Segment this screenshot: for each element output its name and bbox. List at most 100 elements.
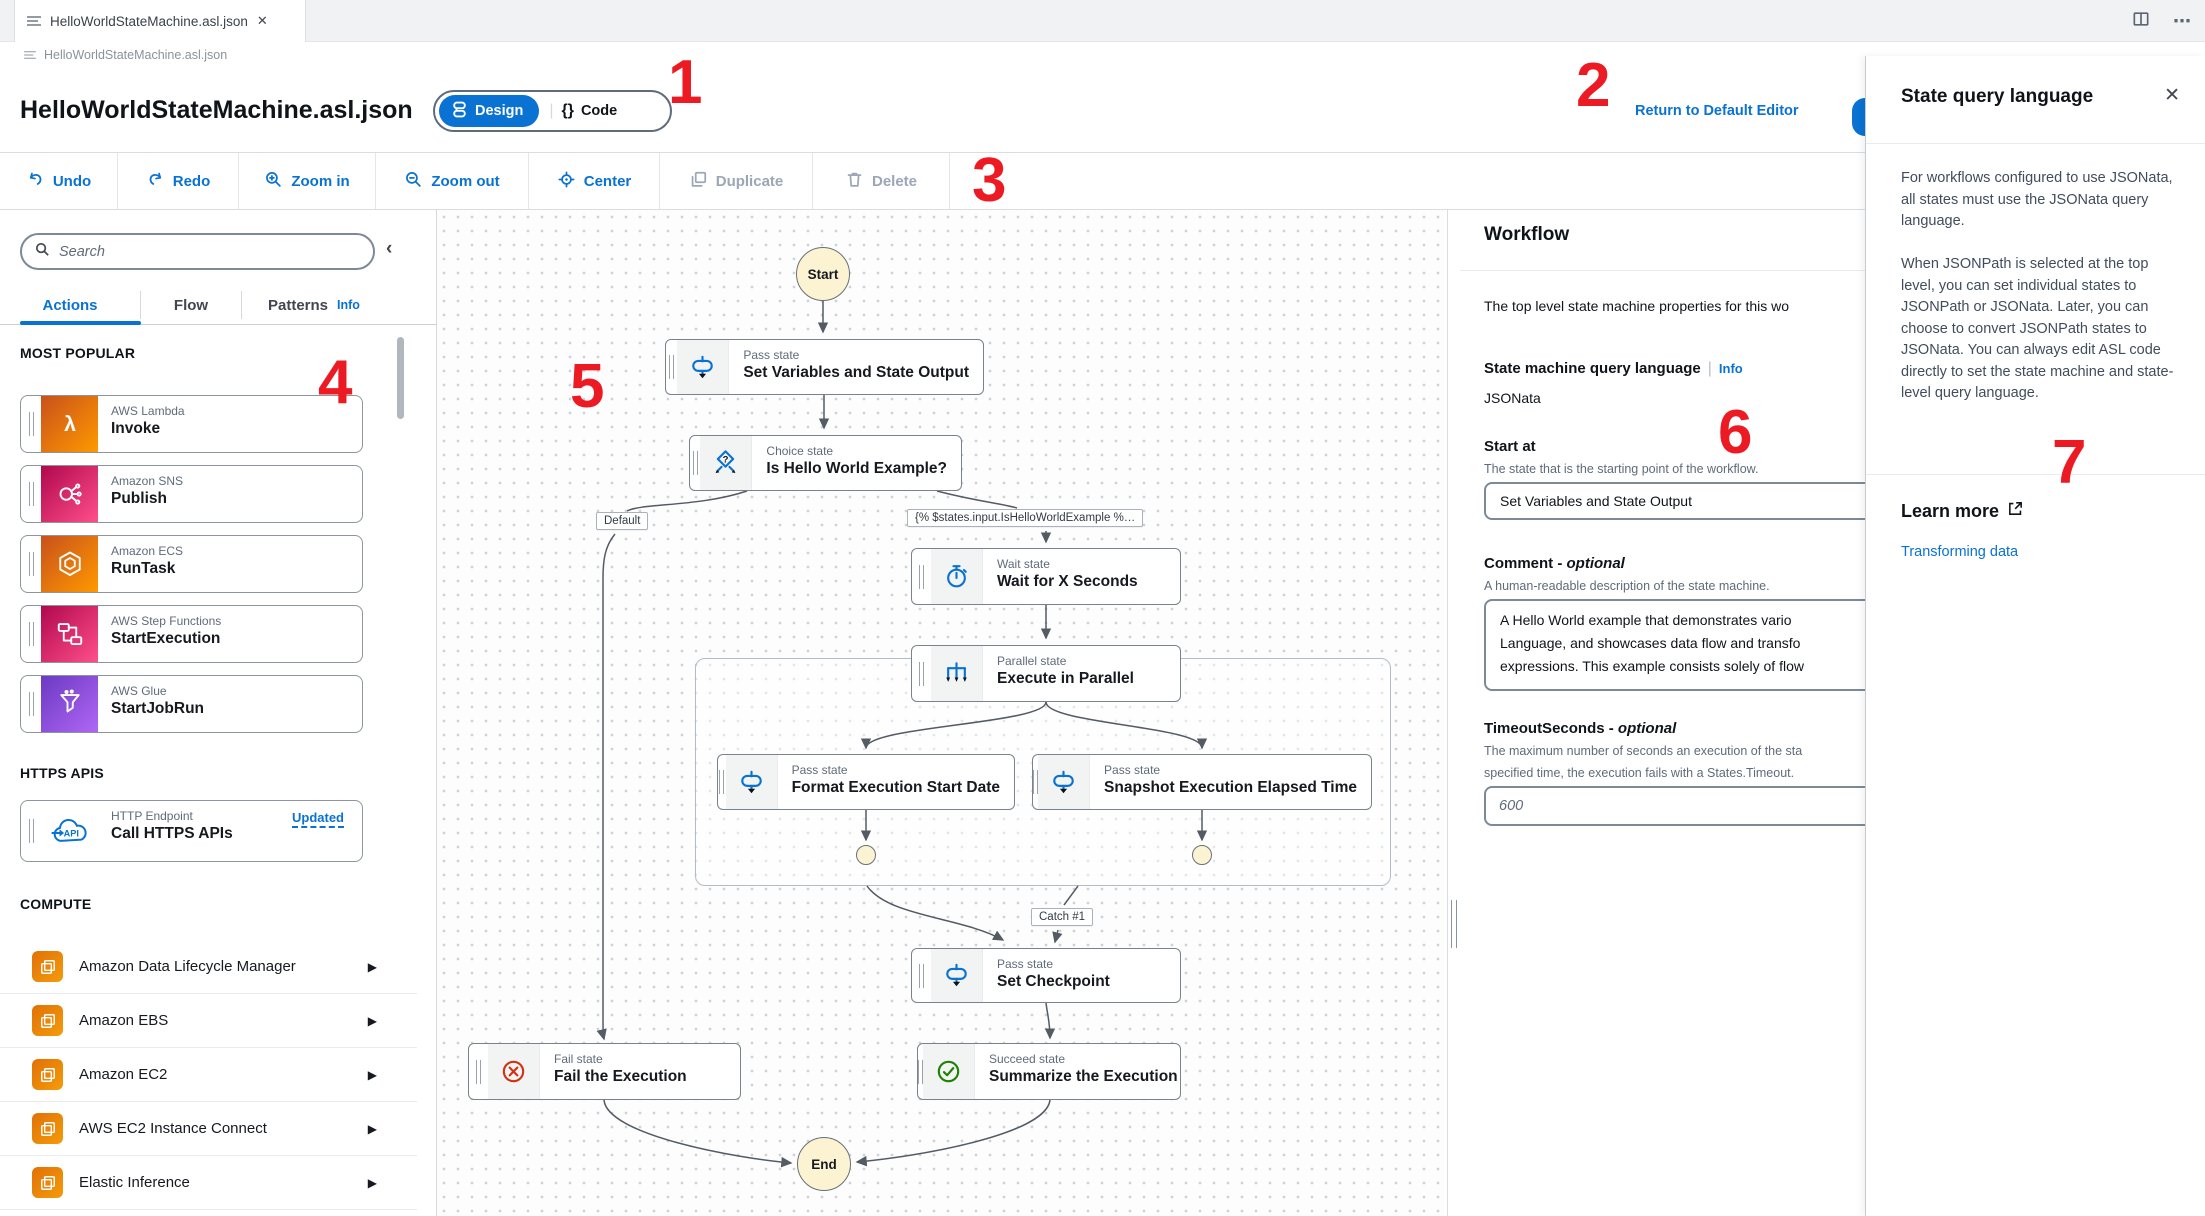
divider xyxy=(1866,143,2205,144)
toolbar-redo-button[interactable]: Redo xyxy=(118,153,239,209)
state-kind: Pass state xyxy=(743,348,800,362)
divider xyxy=(1460,270,1865,271)
action-card-call-https-apis[interactable]: API HTTP Endpoint Call HTTPS APIs Update… xyxy=(20,800,363,862)
undo-icon xyxy=(26,170,45,193)
tab-actions[interactable]: Actions xyxy=(42,296,98,314)
toolbar-zoomout-button[interactable]: Zoom out xyxy=(376,153,529,209)
state-name: Set Checkpoint xyxy=(997,973,1110,990)
query-language-info-link[interactable]: Info xyxy=(1718,361,1743,376)
branch-end-node xyxy=(1192,845,1212,865)
action-name: Call HTTPS APIs xyxy=(111,825,233,842)
panel-title: Workflow xyxy=(1484,224,1570,245)
drag-handle-icon xyxy=(21,536,41,592)
tab-close-icon[interactable]: ✕ xyxy=(256,13,268,28)
toolbar-center-button[interactable]: Center xyxy=(529,153,660,209)
edge-label: {% $states.input.IsHelloWorldExample %… xyxy=(907,509,1144,527)
state-name: Execute in Parallel xyxy=(997,670,1134,687)
search-input[interactable] xyxy=(59,243,361,260)
state-name: Summarize the Execution xyxy=(989,1068,1178,1085)
state-kind: Parallel state xyxy=(997,654,1067,668)
compute-item-amazon-ebs[interactable]: Amazon EBS▶ xyxy=(0,994,417,1048)
code-mode-button[interactable]: {} Code xyxy=(561,102,618,119)
compute-item-amazon-data-lifecycle-manager[interactable]: Amazon Data Lifecycle Manager▶ xyxy=(0,940,417,994)
expand-chevron-icon[interactable]: ▶ xyxy=(367,1121,377,1136)
start-node[interactable]: Start xyxy=(796,247,850,301)
more-actions-icon[interactable]: ⋯ xyxy=(2173,11,2191,31)
divider xyxy=(1866,474,2205,475)
service-name: AWS Step Functions xyxy=(111,614,222,628)
tab-patterns[interactable]: Patterns xyxy=(268,296,329,314)
end-node[interactable]: End xyxy=(797,1137,851,1191)
external-link-icon xyxy=(2007,500,2024,522)
toolbar-zoomin-button[interactable]: Zoom in xyxy=(239,153,376,209)
tab-flow[interactable]: Flow xyxy=(173,296,209,314)
tab-helloworld-file[interactable]: HelloWorldStateMachine.asl.json ✕ xyxy=(14,0,306,42)
collapse-sidebar-icon[interactable]: ‹ xyxy=(386,238,393,259)
compute-service-icon xyxy=(32,1059,63,1090)
timeout-input-wrap[interactable] xyxy=(1484,786,1884,826)
drag-handle-icon xyxy=(690,436,700,490)
panel-splitter-handle[interactable] xyxy=(1451,900,1457,948)
drag-handle-icon xyxy=(21,676,41,732)
panel-splitter-line xyxy=(1447,210,1448,1216)
help-close-icon[interactable]: ✕ xyxy=(2164,85,2180,106)
toolbar-undo-button[interactable]: Undo xyxy=(0,153,118,209)
state-name: Snapshot Execution Elapsed Time xyxy=(1104,779,1357,796)
zoomin-icon xyxy=(264,170,283,193)
start-at-select[interactable]: Set Variables and State Output xyxy=(1484,482,1884,520)
drag-handle-icon xyxy=(469,1044,488,1099)
compute-item-elastic-inference[interactable]: Elastic Inference▶ xyxy=(0,1156,417,1210)
compute-item-aws-ec2-instance-connect[interactable]: AWS EC2 Instance Connect▶ xyxy=(0,1102,417,1156)
expand-chevron-icon[interactable]: ▶ xyxy=(367,959,377,974)
comment-label: Comment - xyxy=(1484,555,1567,572)
workflow-edges xyxy=(596,301,1208,1168)
drag-handle-icon xyxy=(666,340,677,394)
expand-chevron-icon[interactable]: ▶ xyxy=(367,1175,377,1190)
action-name: Publish xyxy=(111,490,167,507)
help-panel: State query language ✕ For workflows con… xyxy=(1865,56,2205,1216)
drag-handle-icon xyxy=(912,549,931,604)
return-to-default-editor-link[interactable]: Return to Default Editor xyxy=(1635,103,1799,119)
updated-badge[interactable]: Updated xyxy=(292,810,344,828)
action-card-publish[interactable]: Amazon SNS Publish xyxy=(20,465,363,523)
sidebar-scrollbar[interactable] xyxy=(397,337,404,419)
split-editor-icon[interactable] xyxy=(2131,9,2151,34)
search-input-wrap[interactable] xyxy=(20,233,375,270)
start-at-description: The state that is the starting point of … xyxy=(1484,462,1759,476)
succeed-state-icon xyxy=(923,1044,975,1099)
action-name: StartExecution xyxy=(111,630,221,647)
timeout-input[interactable] xyxy=(1486,788,1882,824)
compute-item-amazon-ec2[interactable]: Amazon EC2▶ xyxy=(0,1048,417,1102)
delete-icon xyxy=(845,170,864,193)
expand-chevron-icon[interactable]: ▶ xyxy=(367,1067,377,1082)
drag-handle-icon xyxy=(21,466,41,522)
patterns-info-link[interactable]: Info xyxy=(337,298,360,312)
toolbar-duplicate-button: Duplicate xyxy=(660,153,813,209)
svg-text:API: API xyxy=(63,829,78,839)
service-name: Amazon ECS xyxy=(111,544,184,558)
transforming-data-link[interactable]: Transforming data xyxy=(1901,544,2019,560)
sidebar-tabs: Actions Flow Patterns Info xyxy=(0,285,437,325)
expand-chevron-icon[interactable]: ▶ xyxy=(367,1013,377,1028)
design-mode-button[interactable]: Design xyxy=(439,95,540,127)
svg-text:?: ? xyxy=(723,454,729,465)
tab-separator xyxy=(241,291,242,319)
comment-textarea[interactable]: A Hello World example that demonstrates … xyxy=(1484,599,1884,691)
service-name: Amazon SNS xyxy=(111,474,184,488)
state-kind: Pass state xyxy=(791,763,848,777)
